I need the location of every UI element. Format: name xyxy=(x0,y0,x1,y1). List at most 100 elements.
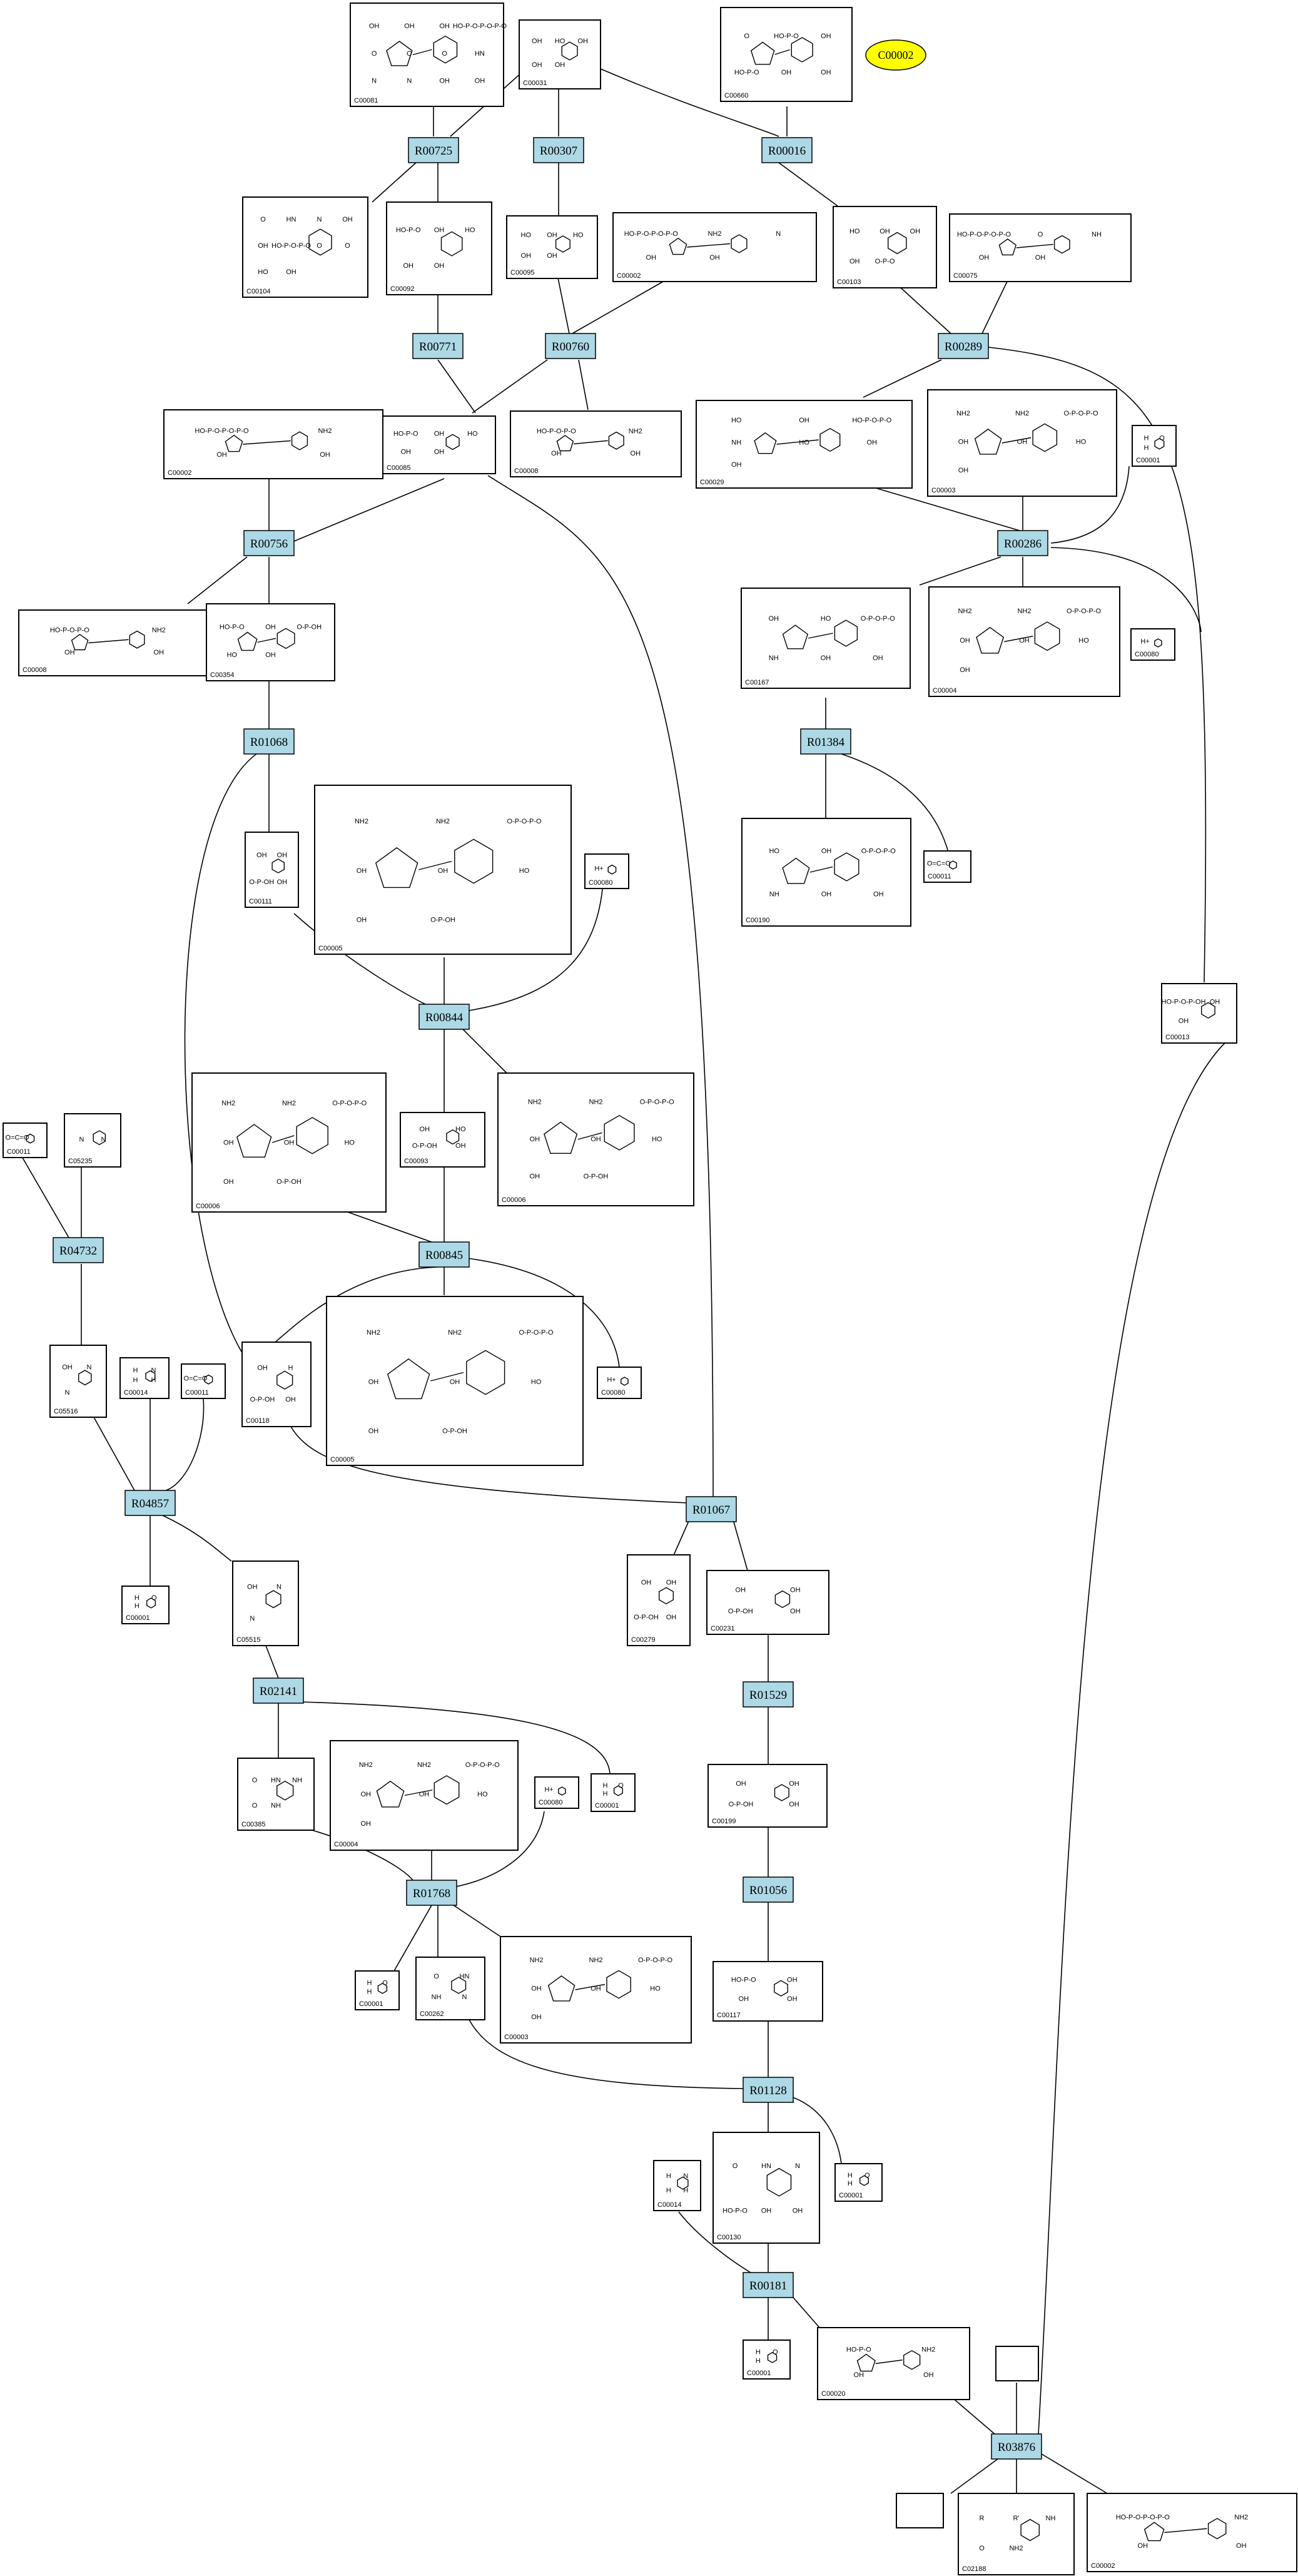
atom-label: H+ xyxy=(594,865,603,873)
compound-node[interactable]: H+C00080 xyxy=(597,1367,642,1399)
compound-id: C00279 xyxy=(631,1636,656,1644)
reaction-node-r01128[interactable]: R01128 xyxy=(743,2077,794,2103)
compound-node[interactable] xyxy=(995,2346,1039,2381)
compound-node[interactable]: H+C00080 xyxy=(584,853,629,889)
reaction-node-r00725[interactable]: R00725 xyxy=(408,137,459,163)
compound-node[interactable] xyxy=(896,2493,944,2528)
reaction-node-r00845[interactable]: R00845 xyxy=(418,1241,470,1268)
reaction-node-r00756[interactable]: R00756 xyxy=(243,530,295,556)
reaction-label: R00181 xyxy=(749,2279,787,2293)
reaction-node-r00307[interactable]: R00307 xyxy=(533,137,584,163)
edge xyxy=(184,753,270,1385)
reaction-node-r00286[interactable]: R00286 xyxy=(997,530,1048,556)
reaction-node-r01067[interactable]: R01067 xyxy=(686,1496,737,1522)
edge xyxy=(187,556,248,604)
compound-node[interactable]: H+C00080 xyxy=(534,1776,579,1809)
compound-node[interactable]: H+C00080 xyxy=(1130,628,1175,661)
reaction-node-r04857[interactable]: R04857 xyxy=(124,1490,176,1516)
atom-label: OH xyxy=(277,852,288,859)
reaction-node-r01068[interactable]: R01068 xyxy=(243,728,295,755)
atom-label: NH xyxy=(1046,2515,1056,2522)
atom-label: OH xyxy=(821,69,831,76)
reaction-node-r01529[interactable]: R01529 xyxy=(743,1681,794,1708)
atom-label: OH xyxy=(873,654,883,662)
atom-label: OH xyxy=(357,867,367,875)
reaction-node-r00760[interactable]: R00760 xyxy=(545,333,596,359)
reaction-node-r00181[interactable]: R00181 xyxy=(743,2272,794,2298)
reaction-node-r01768[interactable]: R01768 xyxy=(406,1880,457,1906)
compound-box xyxy=(355,1970,400,2010)
reaction-node-r04732[interactable]: R04732 xyxy=(53,1237,104,1263)
reaction-node-r03876[interactable]: R03876 xyxy=(991,2433,1042,2460)
atom-label: NH2 xyxy=(436,818,450,825)
atom-label: OH xyxy=(880,228,890,235)
reaction-node-r00771[interactable]: R00771 xyxy=(412,333,464,359)
reaction-node-r02141[interactable]: R02141 xyxy=(253,1677,304,1704)
reaction-node-r00016[interactable]: R00016 xyxy=(761,137,813,163)
reaction-node-r01384[interactable]: R01384 xyxy=(800,728,851,755)
atom-label: OH xyxy=(666,1579,677,1586)
reaction-node-r00289[interactable]: R00289 xyxy=(938,333,989,359)
reaction-node-r00844[interactable]: R00844 xyxy=(418,1004,470,1030)
compound-id: C00002 xyxy=(1091,2562,1115,2570)
highlighted-compound-node[interactable]: C00002 xyxy=(865,39,926,71)
atom-label: OH xyxy=(787,1995,798,2003)
reaction-node-r01056[interactable]: R01056 xyxy=(743,1876,794,1903)
